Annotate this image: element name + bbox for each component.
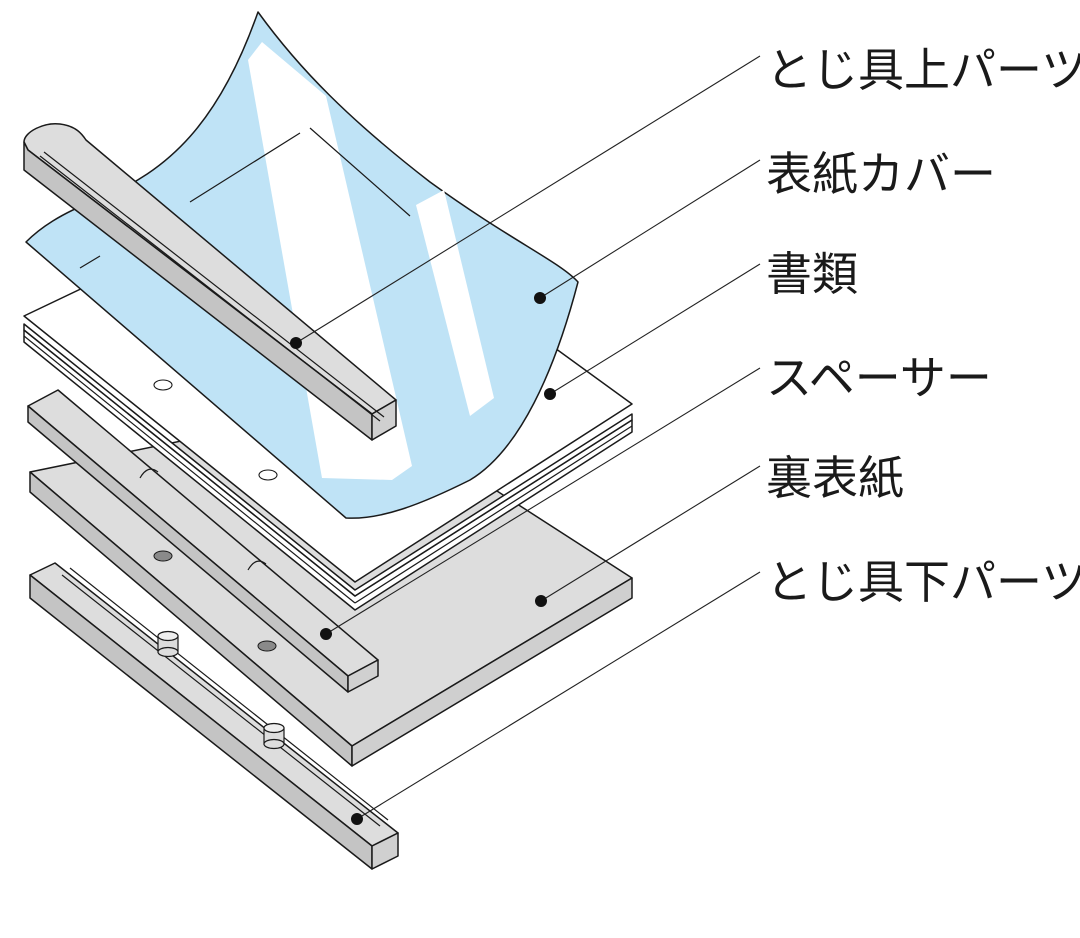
peg: [263, 722, 285, 750]
upper-binding-part: [23, 123, 397, 441]
label-back-cover: 裏表紙: [766, 451, 904, 505]
leader-lines: [295, 55, 761, 820]
lower-binding-part: [29, 562, 399, 870]
label-documents: 書類: [766, 247, 858, 301]
peg: [157, 630, 179, 658]
label-upper-binding-part: とじ具上パーツ: [766, 43, 1080, 97]
marker-dot: [351, 813, 363, 825]
label-cover: 表紙カバー: [766, 147, 996, 201]
marker-dot: [544, 388, 556, 400]
labels: とじ具上パーツ 表紙カバー 書類 スペーサー 裏表紙 とじ具下パーツ: [766, 43, 1080, 609]
cover-sheet: [25, 11, 579, 519]
marker-dots: [290, 292, 556, 825]
marker-dot: [320, 628, 332, 640]
label-lower-binding-part: とじ具下パーツ: [766, 555, 1080, 609]
marker-dot: [290, 337, 302, 349]
label-spacer: スペーサー: [766, 351, 992, 405]
marker-dot: [534, 292, 546, 304]
marker-dot: [535, 595, 547, 607]
spacer: [27, 389, 379, 693]
